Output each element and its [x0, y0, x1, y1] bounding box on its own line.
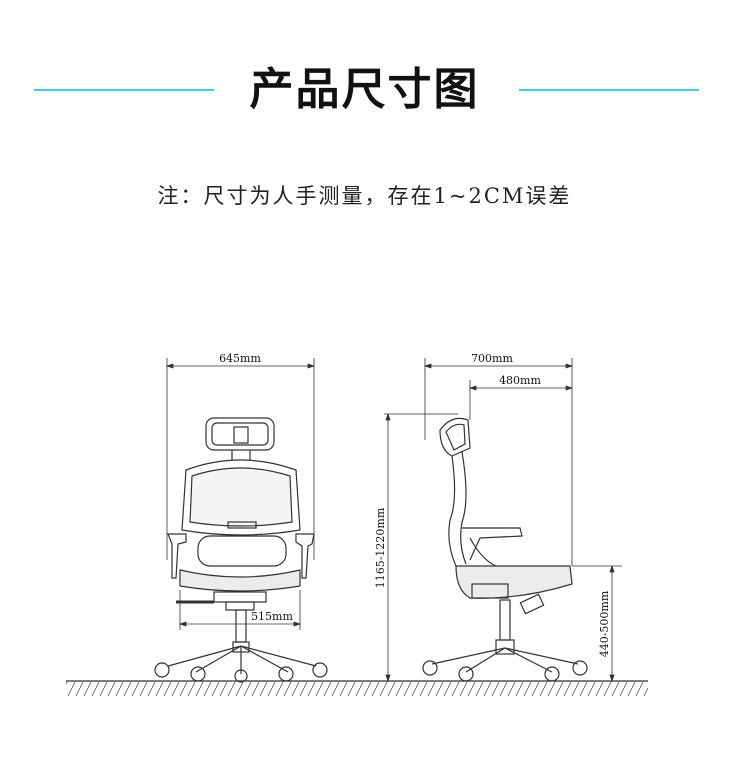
title-divider-left — [34, 89, 214, 91]
side-depth-label: 700mm — [471, 352, 513, 365]
front-width-dimension — [165, 358, 316, 560]
side-view-chair — [422, 417, 588, 682]
side-height-dimension — [384, 412, 458, 683]
side-depth-dimension — [423, 358, 574, 566]
front-view-chair — [154, 417, 328, 683]
side-seat-height-label: 440-500mm — [598, 590, 611, 657]
side-height-label: 1165-1220mm — [374, 507, 387, 588]
side-seat-depth-dimension — [468, 380, 574, 420]
front-seat-width-label: 515mm — [251, 610, 293, 623]
ground — [66, 680, 648, 696]
front-width-label: 645mm — [219, 352, 261, 365]
side-seat-depth-label: 480mm — [499, 374, 541, 387]
measurement-note: 注：尺寸为人手测量，存在1~2CM误差 — [157, 184, 572, 208]
side-seat-height-dimension — [572, 564, 622, 683]
front-seat-width-dimension — [178, 590, 302, 630]
title-divider-right — [519, 89, 699, 91]
page-title: 产品尺寸图 — [249, 64, 480, 115]
title-row: 产品尺寸图 — [0, 60, 729, 120]
